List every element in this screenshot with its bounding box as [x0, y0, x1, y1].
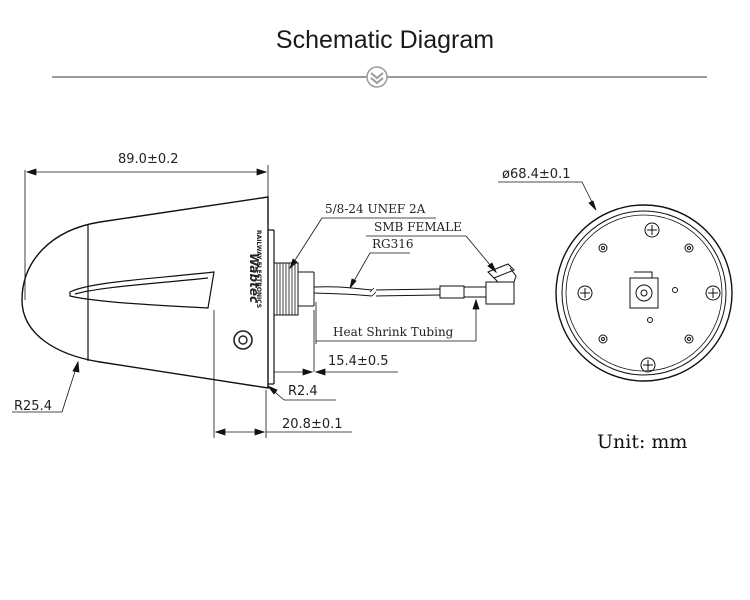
- mounting-screw: [705, 285, 721, 301]
- page-title: Schematic Diagram: [275, 26, 495, 54]
- mounting-screw: [644, 222, 660, 238]
- brand-subtitle: RAILWAY ELECTRONICS: [255, 230, 262, 308]
- callout-connector-label: SMB FEMALE: [374, 220, 462, 234]
- dim-overall-length-label: 89.0±0.2: [118, 152, 179, 167]
- callout-tubing-label: Heat Shrink Tubing: [333, 325, 454, 339]
- vent-hole: [598, 243, 608, 253]
- dim-connector-length-label: 15.4±0.5: [328, 354, 389, 369]
- brand-logo: Wabtec RAILWAY ELECTRONICS: [233, 230, 262, 350]
- dim-thread-length-label: 20.8±0.1: [282, 417, 343, 432]
- dim-thread-length: [213, 310, 352, 438]
- antenna-base-view: [555, 204, 733, 382]
- callout-cable-label: RG316: [372, 237, 414, 251]
- antenna-side-view: [21, 196, 275, 389]
- smb-connector: [485, 263, 517, 305]
- dim-base-diameter-label: ø68.4±0.1: [502, 167, 570, 182]
- center-connector: [629, 271, 678, 323]
- vent-hole: [598, 334, 608, 344]
- brand-name: Wabtec: [247, 253, 261, 303]
- mounting-screw: [640, 357, 656, 373]
- vent-hole: [684, 243, 694, 253]
- dim-tip-radius: [12, 360, 80, 413]
- dim-base-diameter: [498, 181, 597, 211]
- dim-overall-length: [24, 165, 269, 300]
- header-divider: [52, 66, 707, 88]
- vent-hole: [684, 334, 694, 344]
- callout-cable: [349, 252, 410, 289]
- dim-connector-length: [274, 310, 398, 376]
- callout-connector: [366, 235, 497, 274]
- dim-base-radius-label: R2.4: [288, 384, 318, 399]
- dim-base-radius: [266, 385, 336, 401]
- unit-label: Unit: mm: [597, 431, 687, 453]
- mounting-screw: [577, 285, 593, 301]
- threaded-connector: [273, 262, 315, 316]
- callout-thread-label: 5/8-24 UNEF 2A: [325, 202, 426, 216]
- dim-tip-radius-label: R25.4: [14, 399, 52, 414]
- callout-thread: [289, 217, 436, 270]
- coax-cable: [313, 285, 487, 299]
- callout-tubing: [315, 298, 480, 344]
